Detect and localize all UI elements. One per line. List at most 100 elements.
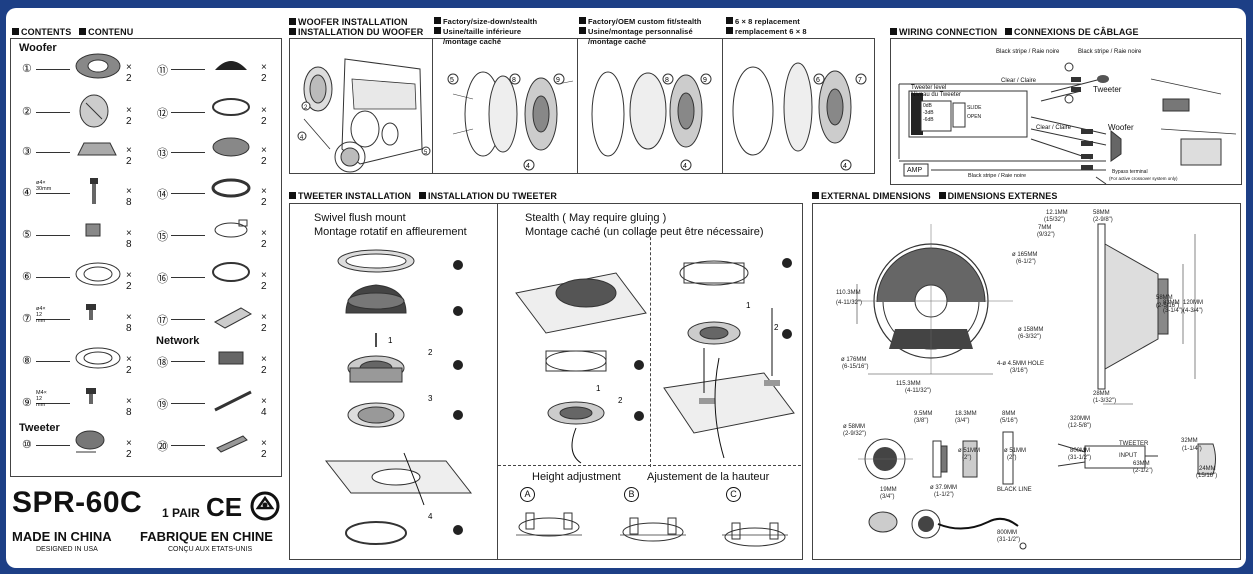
dimension-label: (2") <box>962 455 972 461</box>
stealth-illustration-2: 1 2 <box>663 258 795 459</box>
panel2-caption: Factory/size-down/stealth <box>434 17 537 27</box>
divider <box>577 38 578 173</box>
part-illustration <box>75 347 121 369</box>
part-quantity: × 2 <box>126 438 132 460</box>
model-name: SPR-60C <box>12 486 143 519</box>
height-position-a: A <box>520 487 535 502</box>
part-number: ⑭ <box>157 189 168 201</box>
part-size-note: ø4× 30mm <box>36 180 52 192</box>
leader-line <box>36 235 70 236</box>
part-number: ⑥ <box>22 271 32 283</box>
divider <box>432 38 433 173</box>
step-4: 4 <box>428 512 433 521</box>
part-quantity: × 2 <box>261 312 267 334</box>
dimension-label: BLACK LINE <box>997 487 1032 493</box>
bypass-label: Bypass terminal <box>1112 169 1148 175</box>
part-illustration <box>212 137 250 157</box>
part-number: ⑬ <box>157 148 168 160</box>
dimension-label: (6-15/16") <box>842 364 869 370</box>
callout-4: 4 <box>843 163 847 170</box>
dimension-label: (3/16") <box>1010 368 1028 374</box>
leader-line <box>171 69 205 70</box>
leader-line <box>36 277 70 278</box>
dimension-label: (2") <box>1007 455 1017 461</box>
part-illustration <box>212 262 250 282</box>
dimension-label: (31-1/2") <box>997 537 1021 543</box>
swivel-caption-fr: Montage rotatif en affleurement <box>314 226 467 238</box>
leader-line <box>36 112 70 113</box>
dimension-label: 120MM <box>1183 300 1204 306</box>
dimension-label: 58MM <box>1156 295 1173 301</box>
wiring-diagram <box>898 62 1237 185</box>
part-quantity: × 2 <box>261 62 267 84</box>
part-number: ⑤ <box>22 229 32 241</box>
part-illustration <box>86 388 96 404</box>
part-size-note: M4× 12 mm <box>36 390 47 408</box>
dimension-label: (3/4") <box>880 494 895 500</box>
woofer-panel2-illustration: 5 8 9 4 <box>447 71 574 171</box>
callout-8: 8 <box>665 77 669 84</box>
woofer-door-illustration: 2 4 5 <box>297 58 431 173</box>
woofer-label: Woofer <box>19 42 57 54</box>
callout-9: 9 <box>703 77 707 84</box>
step-3: 3 <box>428 394 433 403</box>
part-illustration <box>79 94 109 128</box>
dimension-label: (2-9/32") <box>843 431 867 437</box>
step-2: 2 <box>774 323 779 332</box>
dimension-label: (6-1/2") <box>1016 259 1036 265</box>
dimension-label: (6-3/32") <box>1018 334 1042 340</box>
height-position-illustration <box>516 512 582 537</box>
leader-line <box>171 193 205 194</box>
dimension-label: ø 158MM <box>1018 327 1044 333</box>
part-number: ③ <box>22 146 32 158</box>
callout-9: 9 <box>556 77 560 84</box>
part-quantity: × 2 <box>126 62 132 84</box>
wire-label-clear: Clear / Claire <box>1001 78 1037 84</box>
step-1: 1 <box>388 336 393 345</box>
part-quantity: × 2 <box>261 186 267 208</box>
part-number: ⑯ <box>157 273 168 285</box>
part-number: ⑳ <box>157 441 168 453</box>
part-illustration <box>218 351 244 365</box>
part-quantity: × 2 <box>261 228 267 250</box>
divider <box>722 38 723 173</box>
woofer-panel3-illustration: 8 9 4 <box>591 71 712 171</box>
dimension-label: ø 176MM <box>841 357 867 363</box>
part-number: ⑮ <box>157 231 168 243</box>
part-number: ⑲ <box>157 399 168 411</box>
swivel-caption: Swivel flush mount <box>314 212 406 224</box>
woofer-install-header: WOOFER INSTALLATION <box>289 17 408 27</box>
part-number: ⑪ <box>157 65 168 77</box>
wire-label-black-2: Black stripe / Raie noire <box>1078 49 1142 55</box>
dimension-label: 18.3MM <box>955 411 977 417</box>
dimension-label: 9.5MM <box>914 411 933 417</box>
bypass-note: (For active crossover system only) <box>1109 176 1178 181</box>
dimension-label: 32MM <box>1181 438 1198 444</box>
dimension-label: ø 165MM <box>1012 252 1038 258</box>
part-number: ⑦ <box>22 313 32 325</box>
stealth-illustration: 1 2 <box>515 272 647 464</box>
part-quantity: × 8 <box>126 396 132 418</box>
leader-line <box>171 152 205 153</box>
dimension-label: (15/32") <box>1044 217 1066 223</box>
dimension-label: 4-ø 4.5MM HOLE <box>997 361 1045 367</box>
tweeter-wire-label: Tweeter <box>1093 85 1122 94</box>
callout-4: 4 <box>300 135 304 141</box>
part-number: ④ <box>22 187 32 199</box>
part-quantity: × 2 <box>126 145 132 167</box>
dimension-label: ø 51MM <box>1004 448 1027 454</box>
part-quantity: × 8 <box>126 228 132 250</box>
swivel-illustration: 1 2 3 4 <box>324 249 473 545</box>
stealth-caption: Stealth ( May require gluing ) <box>525 212 667 224</box>
designed-fr: CONÇU AUX ETATS-UNIS <box>168 546 253 553</box>
leader-line <box>36 69 70 70</box>
part-illustration <box>85 223 101 237</box>
panel3-caption: Factory/OEM custom fit/stealth <box>579 17 701 27</box>
dimension-label: ø 51MM <box>958 448 981 454</box>
tweeter-install-header: TWEETER INSTALLATION INSTALLATION DU TWE… <box>289 191 557 201</box>
wiring-title-fr: CONNEXIONS DE CÂBLAGE <box>1014 27 1139 37</box>
panel3-en: Factory/OEM custom fit/stealth <box>588 17 702 26</box>
dimension-label: ø 58MM <box>843 424 866 430</box>
designed-en: DESIGNED IN USA <box>36 546 98 553</box>
dimension-label: (1-1/2") <box>934 492 954 498</box>
